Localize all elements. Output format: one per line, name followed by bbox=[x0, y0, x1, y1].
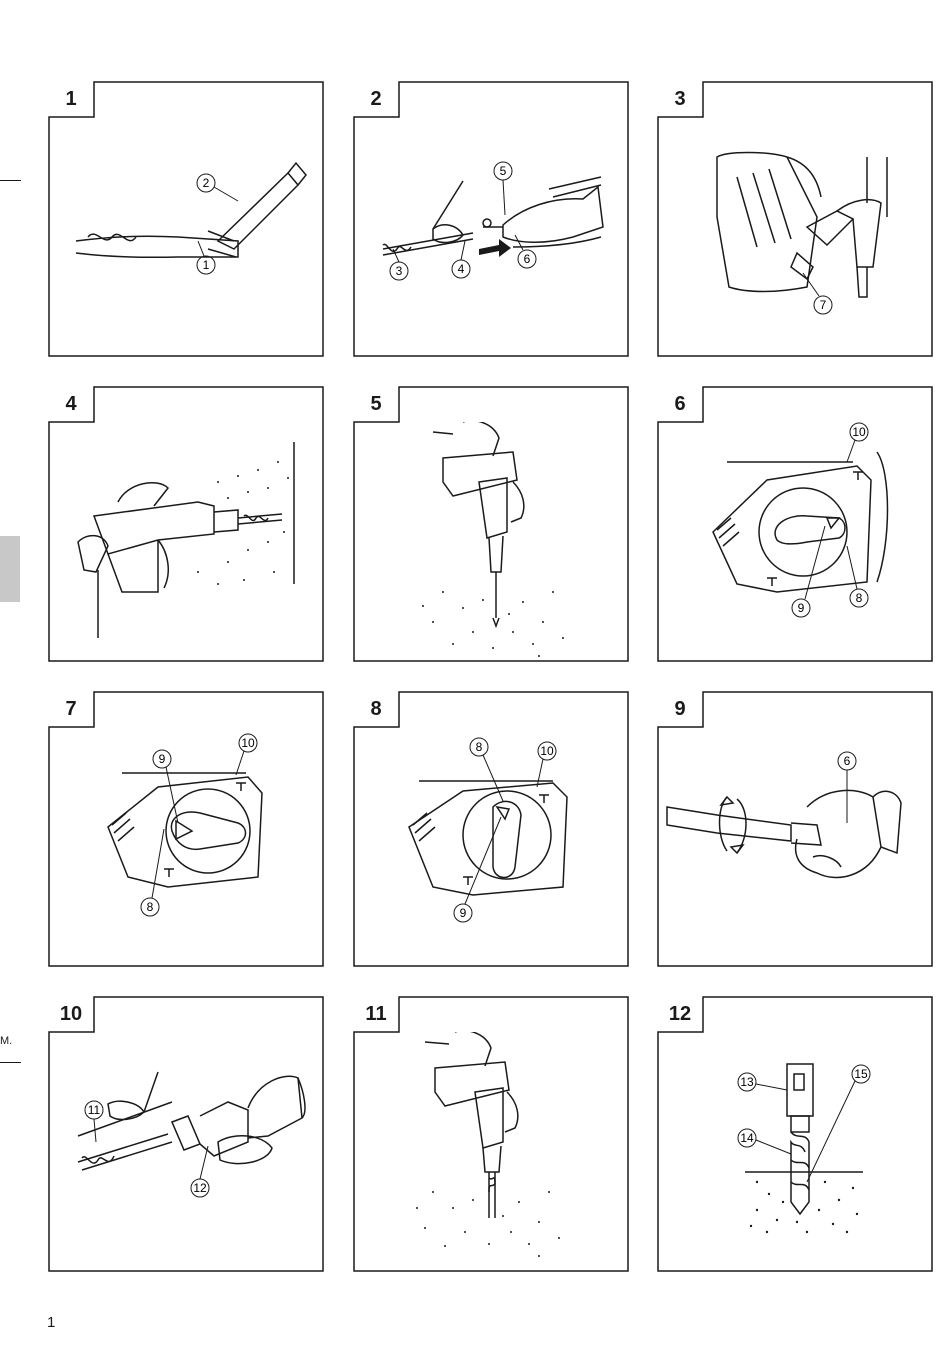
panel-number: 4 bbox=[65, 393, 77, 415]
callout-5: 5 bbox=[500, 164, 507, 178]
panel-9: 9 6 bbox=[657, 691, 933, 967]
panel-number: 2 bbox=[370, 88, 382, 110]
edge-thumb-tab bbox=[0, 536, 20, 602]
callout-4: 4 bbox=[458, 262, 465, 276]
callout-6: 6 bbox=[524, 252, 531, 266]
callout-3: 3 bbox=[396, 264, 403, 278]
mode-dial-illustration: 8 10 9 bbox=[408, 737, 568, 923]
panel-12: 12 13 14 15 bbox=[657, 996, 933, 1272]
panel-7: 7 9 10 8 bbox=[48, 691, 324, 967]
panel-8: 8 8 10 9 bbox=[353, 691, 629, 967]
panel-5: 5 bbox=[353, 386, 629, 662]
chiselling-illustration bbox=[422, 422, 564, 657]
rotary-hammer-drilling-illustration bbox=[416, 1032, 560, 1257]
callout-9: 9 bbox=[798, 601, 805, 615]
callout-8: 8 bbox=[856, 591, 863, 605]
mode-dial-illustration: 9 10 8 bbox=[107, 733, 263, 917]
callout-6: 6 bbox=[844, 754, 851, 768]
callout-10: 10 bbox=[540, 744, 554, 758]
callout-9: 9 bbox=[159, 752, 166, 766]
callout-1: 1 bbox=[203, 258, 210, 272]
panel-number: 6 bbox=[674, 393, 686, 415]
callout-13: 13 bbox=[740, 1075, 754, 1089]
callout-12: 12 bbox=[193, 1181, 207, 1195]
bit-insertion-illustration: 11 12 bbox=[77, 1071, 306, 1198]
rotary-hammer-drilling-illustration bbox=[77, 442, 295, 638]
edge-line-top bbox=[0, 180, 21, 181]
callout-15: 15 bbox=[854, 1067, 868, 1081]
callout-10: 10 bbox=[852, 425, 866, 439]
panel-number: 10 bbox=[59, 1003, 83, 1025]
panel-number: 8 bbox=[370, 698, 382, 720]
panel-2: 2 3 4 5 6 bbox=[353, 81, 629, 357]
callout-11: 11 bbox=[88, 1103, 101, 1117]
panel-number: 7 bbox=[65, 698, 77, 720]
edge-line-bottom bbox=[0, 1062, 21, 1063]
panel-number: 12 bbox=[668, 1003, 692, 1025]
panel-number: 11 bbox=[365, 1003, 387, 1025]
mode-dial-illustration: 10 9 8 bbox=[712, 422, 889, 618]
panel-1: 1 1 2 bbox=[48, 81, 324, 357]
bit-insertion-illustration: 3 4 5 6 bbox=[382, 161, 604, 281]
callout-8: 8 bbox=[147, 900, 154, 914]
panel-number: 1 bbox=[65, 88, 77, 110]
drill-bit-depth-illustration: 13 14 15 bbox=[737, 1063, 871, 1234]
panel-3: 3 7 bbox=[657, 81, 933, 357]
panel-number: 5 bbox=[370, 393, 382, 415]
panel-number: 9 bbox=[674, 698, 686, 720]
screwdriver-illustration: 6 bbox=[666, 751, 902, 879]
callout-14: 14 bbox=[740, 1131, 754, 1145]
edge-mark: M. bbox=[0, 1035, 13, 1047]
callout-2: 2 bbox=[203, 176, 210, 190]
side-handle-illustration: 7 bbox=[716, 151, 888, 315]
panel-number: 3 bbox=[674, 88, 686, 110]
panel-11: 11 bbox=[353, 996, 629, 1272]
panel-6: 6 10 9 8 bbox=[657, 386, 933, 662]
callout-7: 7 bbox=[820, 298, 827, 312]
page-number: 1 bbox=[47, 1314, 56, 1331]
callout-9: 9 bbox=[460, 906, 467, 920]
panel-4: 4 bbox=[48, 386, 324, 662]
callout-10: 10 bbox=[241, 736, 255, 750]
callout-8: 8 bbox=[476, 740, 483, 754]
drill-bit-greasing-illustration: 1 2 bbox=[75, 161, 307, 275]
panel-10: 10 11 12 bbox=[48, 996, 324, 1272]
